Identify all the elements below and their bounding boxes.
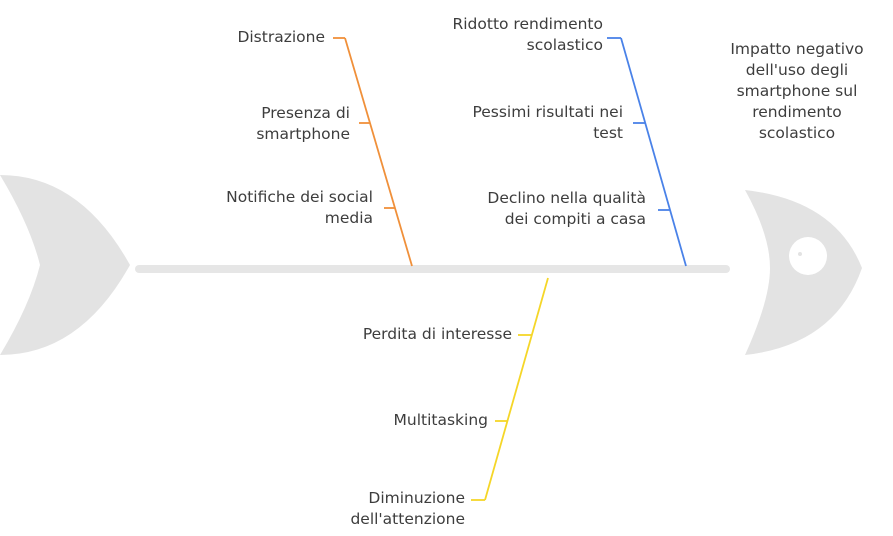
- cause-line: Presenza di: [261, 104, 350, 122]
- cause-line: Pessimi risultati nei: [472, 103, 623, 121]
- effect-line: scolastico: [758, 124, 836, 142]
- cause-line: Diminuzione: [368, 489, 465, 507]
- cause-line: media: [324, 209, 373, 227]
- cause-label-diminuzione-attenzione: Diminuzione dell'attenzione: [350, 488, 465, 530]
- cause-line: Declino nella qualità: [487, 189, 646, 207]
- cause-line: Ridotto rendimento: [452, 15, 603, 33]
- cause-line: Notifiche dei social: [226, 188, 373, 206]
- cause-line: Distrazione: [237, 28, 325, 46]
- cause-line: scolastico: [526, 36, 603, 54]
- cause-label-distrazione: Distrazione: [237, 27, 325, 48]
- fish-eye-icon: [789, 237, 827, 275]
- cause-line: smartphone: [256, 125, 350, 143]
- cause-label-ridotto-rendimento: Ridotto rendimento scolastico: [452, 14, 603, 56]
- fish-spine: [135, 265, 730, 273]
- cause-label-presenza-smartphone: Presenza di smartphone: [256, 103, 350, 145]
- cause-label-declino-compiti: Declino nella qualità dei compiti a casa: [487, 188, 646, 230]
- cause-line: dei compiti a casa: [504, 210, 646, 228]
- cause-line: dell'attenzione: [350, 510, 465, 528]
- effect-line: dell'uso degli: [745, 61, 849, 79]
- effect-label: Impatto negativo dell'uso degli smartpho…: [702, 39, 892, 144]
- cause-line: test: [593, 124, 623, 142]
- cause-label-perdita-interesse: Perdita di interesse: [363, 324, 512, 345]
- cause-label-pessimi-risultati: Pessimi risultati nei test: [472, 102, 623, 144]
- cause-label-multitasking: Multitasking: [394, 410, 488, 431]
- branch-blue: [620, 37, 687, 267]
- branch-yellow: [484, 277, 549, 501]
- cause-label-notifiche-social: Notifiche dei social media: [226, 187, 373, 229]
- cause-line: Perdita di interesse: [362, 325, 512, 343]
- effect-line: smartphone sul: [736, 82, 858, 100]
- cause-line: Multitasking: [393, 411, 488, 429]
- effect-line: Impatto negativo: [730, 40, 864, 58]
- branch-orange: [344, 37, 413, 267]
- effect-line: rendimento: [752, 103, 842, 121]
- fish-tail: [0, 175, 130, 355]
- fish-pupil-icon: [798, 252, 802, 256]
